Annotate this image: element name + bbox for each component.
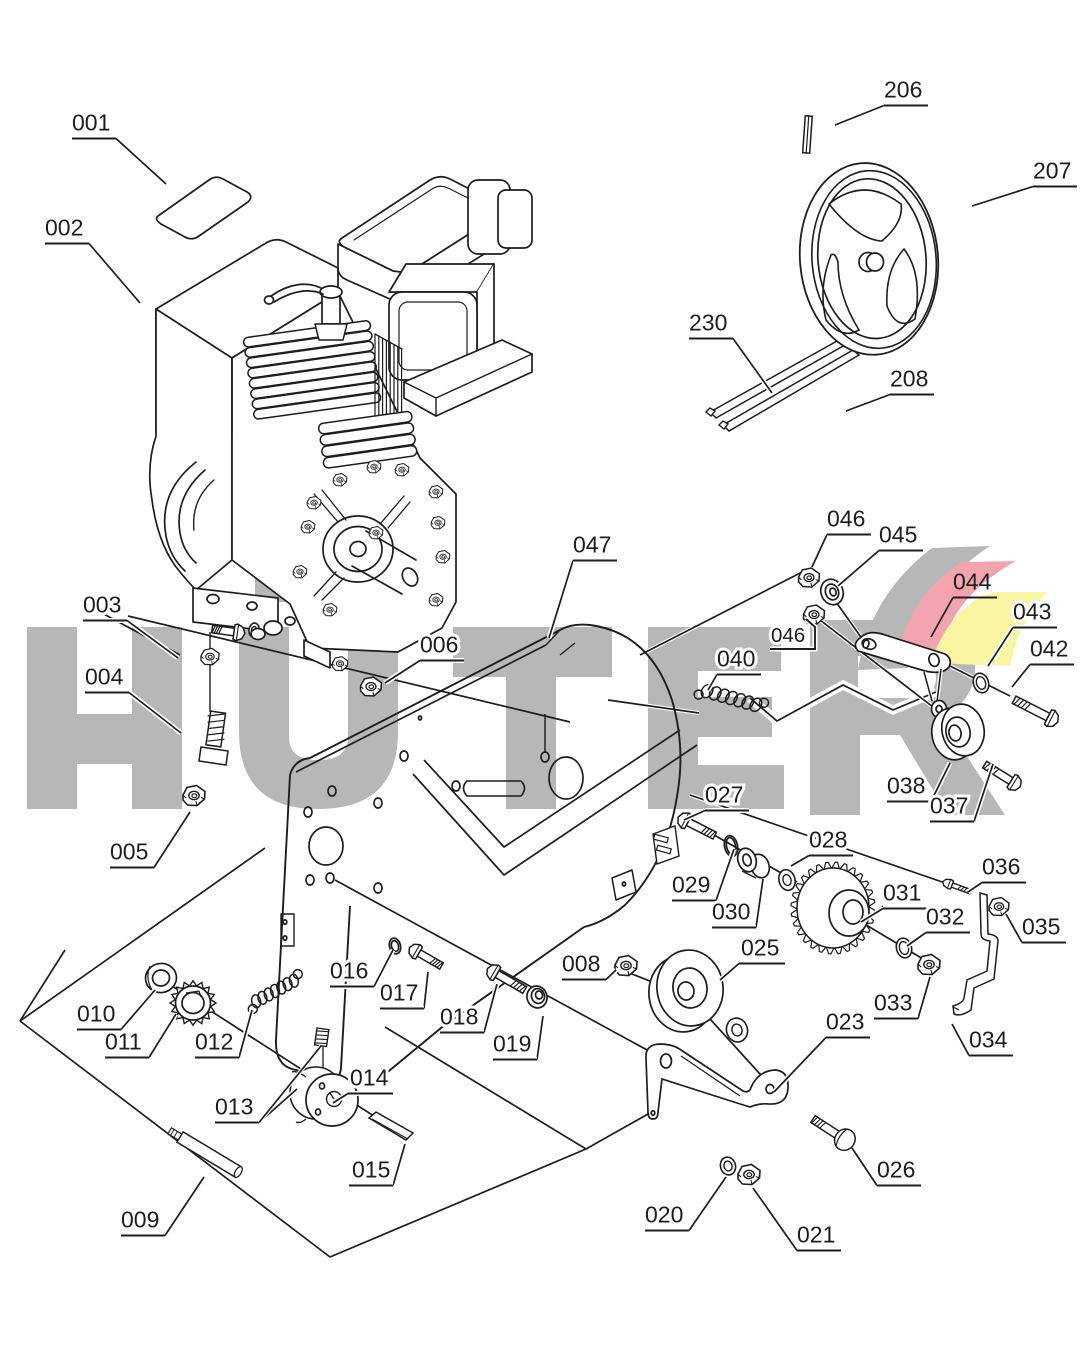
svg-text:042: 042 [1030, 636, 1068, 662]
svg-text:013: 013 [215, 1094, 253, 1120]
svg-text:038: 038 [887, 773, 925, 799]
svg-text:026: 026 [877, 1157, 915, 1183]
svg-text:035: 035 [1022, 914, 1060, 940]
svg-text:005: 005 [110, 839, 148, 865]
svg-text:033: 033 [874, 990, 912, 1016]
svg-text:015: 015 [352, 1157, 390, 1183]
svg-text:008: 008 [562, 951, 600, 977]
svg-text:230: 230 [689, 310, 727, 336]
svg-text:017: 017 [380, 980, 418, 1006]
svg-text:208: 208 [890, 366, 928, 392]
svg-text:010: 010 [77, 1001, 115, 1027]
svg-text:009: 009 [121, 1207, 159, 1233]
svg-text:011: 011 [105, 1029, 142, 1055]
svg-text:012: 012 [195, 1029, 233, 1055]
svg-text:002: 002 [45, 215, 83, 241]
svg-text:044: 044 [953, 569, 992, 595]
svg-text:046: 046 [827, 506, 865, 532]
svg-text:028: 028 [809, 827, 847, 853]
svg-text:023: 023 [826, 1009, 864, 1035]
svg-text:046: 046 [771, 624, 805, 647]
svg-text:001: 001 [72, 110, 110, 136]
svg-text:025: 025 [741, 935, 779, 961]
svg-text:032: 032 [926, 904, 964, 930]
svg-text:207: 207 [1033, 158, 1071, 184]
svg-text:003: 003 [83, 592, 121, 618]
svg-text:019: 019 [493, 1031, 531, 1057]
svg-text:006: 006 [420, 632, 458, 658]
svg-text:037: 037 [930, 793, 968, 819]
svg-text:027: 027 [705, 782, 743, 808]
svg-text:206: 206 [884, 77, 922, 103]
svg-text:047: 047 [573, 532, 611, 558]
svg-text:031: 031 [883, 880, 921, 906]
svg-text:030: 030 [712, 899, 750, 925]
svg-text:021: 021 [797, 1222, 835, 1248]
svg-text:036: 036 [982, 854, 1020, 880]
svg-text:043: 043 [1013, 599, 1051, 625]
svg-text:045: 045 [879, 522, 917, 548]
svg-text:034: 034 [969, 1027, 1008, 1053]
svg-text:014: 014 [350, 1065, 389, 1091]
svg-text:004: 004 [85, 664, 124, 690]
svg-text:020: 020 [645, 1202, 683, 1228]
svg-text:040: 040 [717, 646, 755, 672]
svg-text:018: 018 [440, 1004, 478, 1030]
svg-text:029: 029 [672, 872, 710, 898]
svg-text:016: 016 [330, 958, 368, 984]
